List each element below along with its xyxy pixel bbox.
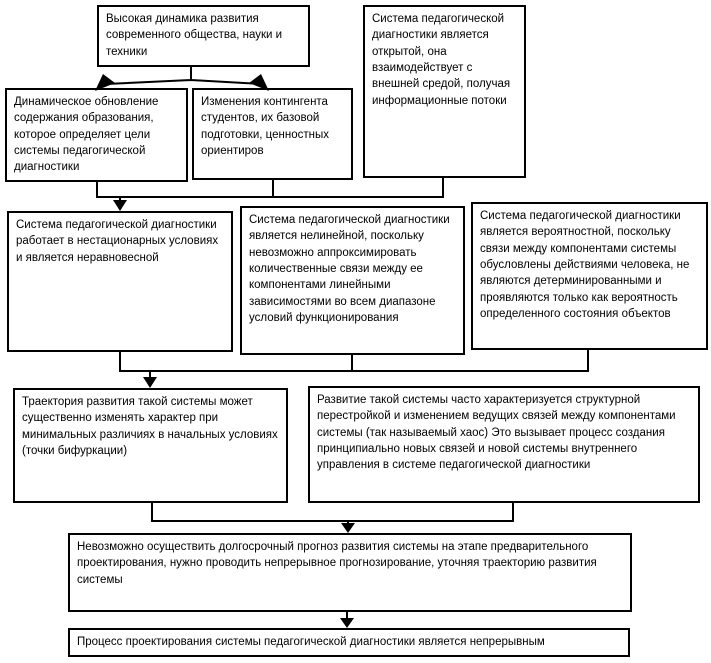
box-nonstationary: Система педагогической диагностики работ… xyxy=(7,211,233,352)
arrowhead-into-forecasting xyxy=(341,523,355,533)
box-open-system: Система педагогической диагностики являе… xyxy=(363,5,526,178)
arrowhead-into-nonstationary xyxy=(113,200,127,211)
connector-merge-row3 xyxy=(119,350,589,388)
box-bifurcation: Траектория развития такой системы может … xyxy=(13,388,288,503)
arrowhead-into-bifurcation xyxy=(143,377,157,388)
connector-merge-row4 xyxy=(151,503,514,533)
box-continuous: Процесс проектирования системы педагогич… xyxy=(68,628,630,657)
box-probabilistic: Система педагогической диагностики являе… xyxy=(471,202,708,350)
box-high-dynamics: Высокая динамика развития современного о… xyxy=(97,5,310,67)
box-forecasting: Невозможно осуществить долгосрочный прог… xyxy=(68,533,632,612)
arrowhead-into-continuous xyxy=(340,618,354,628)
box-nonlinear: Система педагогической диагностики являе… xyxy=(240,206,465,355)
box-student-contingent: Изменения контингента студентов, их базо… xyxy=(192,88,353,180)
box-chaos: Развитие такой системы часто характеризу… xyxy=(308,386,700,503)
box-content-renewal: Динамическое обновление содержания образ… xyxy=(5,88,188,182)
connector-forecasting-to-continuous xyxy=(340,612,354,628)
